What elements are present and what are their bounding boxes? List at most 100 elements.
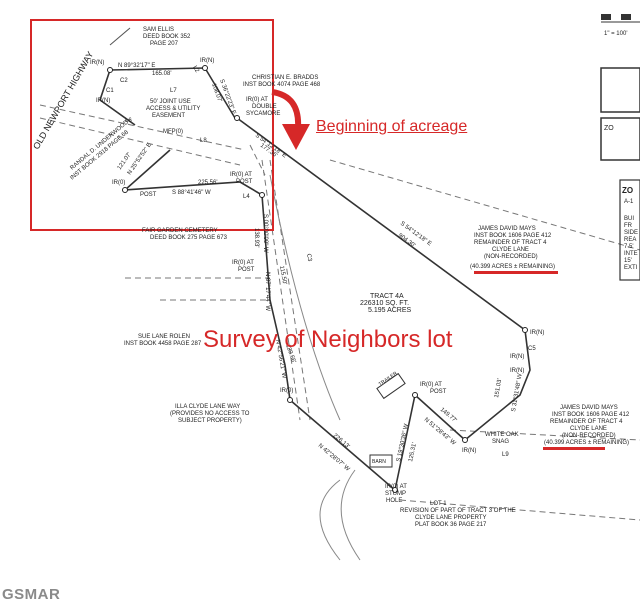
iro-bottomleft: IR(0) bbox=[280, 388, 293, 394]
bearing-left: N 25°52'52" E bbox=[127, 142, 153, 176]
zo-1: ZO bbox=[604, 125, 614, 132]
white-oak-1: WHITE OAK bbox=[485, 432, 519, 438]
ir-east3: IR(N) bbox=[510, 368, 524, 374]
easement-2: ACCESS & UTILITY bbox=[146, 106, 200, 112]
watermark: GSMAR bbox=[2, 586, 61, 603]
mays1-lane: CLYDE LANE bbox=[492, 247, 529, 253]
braods-inst: INST BOOK 4074 PAGE 468 bbox=[243, 82, 321, 88]
tract-name: TRACT 4A bbox=[370, 293, 404, 300]
mays1-nr: (NON-RECORDED) bbox=[484, 254, 538, 260]
bearing-w1: S 00°00'00" W bbox=[262, 214, 268, 253]
bearing-top-dist: 165.08' bbox=[152, 71, 172, 77]
ir-topleft: IR(N) bbox=[90, 60, 104, 66]
trailer-label: TRAILER bbox=[378, 370, 399, 387]
ir-topright: IR(N) bbox=[200, 58, 214, 64]
mays2-lane: CLYDE LANE bbox=[570, 426, 607, 432]
braods-name: CHRISTIAN E. BRADDS bbox=[252, 75, 318, 81]
scale-label: 1" = 100' bbox=[604, 31, 627, 37]
mays1-name: JAMES DAVID MAYS bbox=[478, 226, 536, 232]
bearing-bl: S 88°41'46" W bbox=[172, 190, 211, 196]
zone-n: 15' bbox=[624, 258, 632, 264]
tract-acres: 5.195 ACRES bbox=[368, 307, 412, 314]
sue-inst: INST BOOK 4458 PAGE 287 bbox=[124, 341, 202, 347]
iro-post-2a: IR(0) AT bbox=[232, 260, 254, 266]
zone-r: 7.5' bbox=[624, 244, 634, 250]
label-l6: L6 bbox=[125, 118, 132, 124]
acre-underline-1 bbox=[474, 271, 558, 274]
dashed-lines bbox=[39, 104, 640, 521]
tract-sqft: 226310 SQ. FT. bbox=[360, 300, 409, 307]
survey-title: Survey of Neighbors lot bbox=[203, 326, 453, 353]
cemetery-name: FAIR GARDEN CEMETERY bbox=[142, 228, 218, 234]
lot1-name: LOT 1 bbox=[430, 501, 447, 507]
randal-inst: INST BOOK 2918 PAGE 68 bbox=[69, 129, 130, 181]
sam-ellis-deed: DEED BOOK 352 bbox=[143, 34, 191, 40]
iro-post-3a: IR(0) AT bbox=[420, 382, 442, 388]
bearing-east-dist: 151.03' bbox=[494, 378, 503, 398]
clyde-way-note2: SUBJECT PROPERTY) bbox=[178, 418, 242, 424]
highlight-box bbox=[30, 19, 274, 231]
iro-post-2b: POST bbox=[238, 267, 255, 273]
sam-ellis-name: SAM ELLIS bbox=[143, 27, 174, 33]
easement-1: 50' JOINT USE bbox=[150, 99, 191, 105]
label-l8: L8 bbox=[200, 138, 207, 144]
road-name: OLD NEWPORT HIGHWAY bbox=[31, 50, 95, 151]
mays2-acres: (40.399 ACRES ± REMAINING) bbox=[544, 440, 629, 446]
iro-sycamore-3: SYCAMORE bbox=[246, 111, 280, 117]
zone-fr: FR bbox=[624, 223, 633, 229]
bearing-east: S 31°31'48" W bbox=[511, 373, 524, 412]
clyde-way-note1: (PROVIDES NO ACCESS TO bbox=[170, 411, 250, 417]
post-left: POST bbox=[140, 192, 157, 198]
stump-2: STUMP bbox=[385, 491, 406, 497]
mfp-marker: MFP(0) bbox=[163, 129, 183, 135]
acre-underline-2 bbox=[543, 447, 605, 450]
sam-ellis-page: PAGE 207 bbox=[150, 41, 179, 47]
ir-east2: IR(N) bbox=[510, 354, 524, 360]
iro-post-3b: POST bbox=[430, 389, 447, 395]
mays2-nr: (NON-RECORDED) bbox=[562, 433, 616, 439]
barn-label: BARN bbox=[372, 459, 386, 465]
red-arrowhead bbox=[282, 124, 310, 150]
label-l2: L2 bbox=[191, 65, 200, 74]
label-c1: C1 bbox=[106, 88, 114, 94]
zone-inte: INTE bbox=[624, 251, 638, 257]
zoning-box bbox=[619, 179, 640, 281]
road-ext-1: C3 bbox=[305, 253, 312, 262]
road-curves bbox=[269, 174, 361, 561]
zone-side: SIDE bbox=[624, 230, 638, 236]
bearing-bottom-dist: 226.13' bbox=[332, 433, 351, 450]
cemetery-deed: DEED BOOK 275 PAGE 673 bbox=[150, 235, 228, 241]
iro-post-1b: POST bbox=[236, 179, 253, 185]
zone-bui: BUI bbox=[624, 216, 634, 222]
bearing-barn-dist: 125.31' bbox=[408, 442, 418, 462]
lot1-l2: CLYDE LANE PROPERTY bbox=[415, 515, 486, 521]
beginning-of-acreage-label: Beginning of acreage bbox=[316, 118, 468, 135]
label-c5: C5 bbox=[528, 346, 536, 352]
mays2-name: JAMES DAVID MAYS bbox=[560, 405, 618, 411]
label-l9: L9 bbox=[502, 452, 509, 458]
easement-3: EASEMENT bbox=[152, 113, 185, 119]
zone-a1: A-1 bbox=[624, 199, 634, 205]
mays1-rem: REMAINDER OF TRACT 4 bbox=[474, 240, 547, 246]
survey-markers bbox=[107, 65, 528, 493]
ir-se: IR(N) bbox=[462, 448, 476, 454]
lot1-l1: REVISION OF PART OF TRACT 3 OF THE bbox=[400, 508, 516, 514]
mays2-inst: INST BOOK 1606 PAGE 412 bbox=[552, 412, 630, 418]
stump-1: IR(0) AT bbox=[385, 484, 407, 490]
bearing-top: N 89°32'17" E bbox=[118, 63, 155, 69]
right-box-2 bbox=[600, 117, 640, 161]
bearing-bl-dist: 225.56' bbox=[198, 180, 218, 186]
right-box-1 bbox=[600, 67, 640, 113]
mays1-inst: INST BOOK 1606 PAGE 412 bbox=[474, 233, 552, 239]
bearing-w2-dist: 115.50' bbox=[278, 265, 287, 285]
bearing-w1-dist: 138.93' bbox=[253, 228, 259, 248]
stump-3: HOLE bbox=[386, 498, 402, 504]
ir-left: IR(N) bbox=[96, 98, 110, 104]
iro-sycamore-1: IR(0) AT bbox=[246, 97, 268, 103]
label-l4: L4 bbox=[243, 194, 250, 200]
lot1-l3: PLAT BOOK 36 PAGE 217 bbox=[415, 522, 487, 528]
mays2-rem: REMAINDER OF TRACT 4 bbox=[550, 419, 623, 425]
iro-post-1a: IR(0) AT bbox=[230, 172, 252, 178]
white-oak-2: SNAG bbox=[492, 439, 509, 445]
